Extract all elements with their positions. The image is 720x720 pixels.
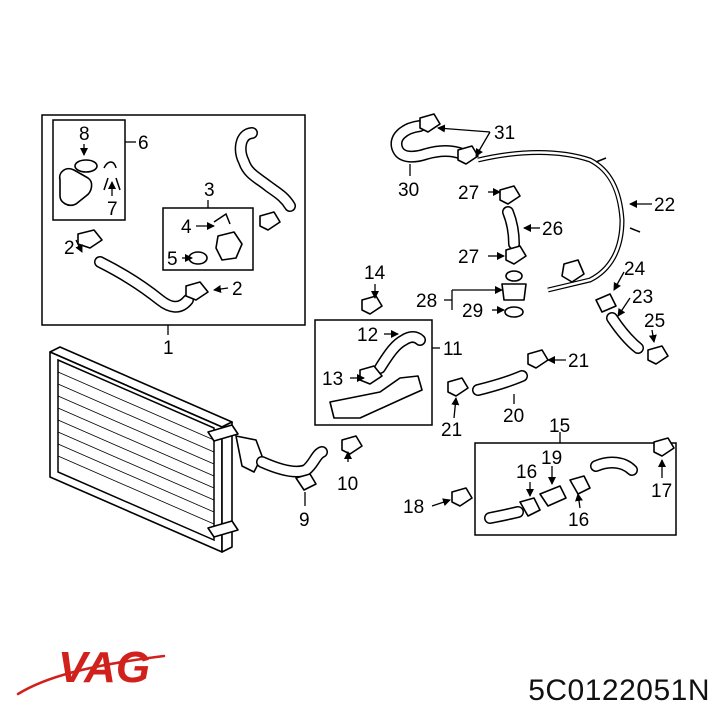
clamp-14 <box>361 295 383 315</box>
callout-7: 7 <box>107 199 118 220</box>
clamp-21a <box>527 349 549 369</box>
clamps-group-1 <box>77 211 281 301</box>
callout-2b: 2 <box>232 279 243 300</box>
callout-3: 3 <box>204 180 215 201</box>
callout-18: 18 <box>403 497 424 518</box>
callout-15: 15 <box>549 416 570 437</box>
clamp-18 <box>451 487 473 507</box>
callout-20: 20 <box>503 406 524 427</box>
callout-6: 6 <box>138 133 149 154</box>
callout-2a: 2 <box>64 238 75 259</box>
callout-24: 24 <box>624 259 646 280</box>
group-box-6 <box>52 119 126 221</box>
hose-23 <box>606 312 644 354</box>
callout-9: 9 <box>299 510 310 531</box>
callout-4: 4 <box>181 217 192 238</box>
callout-1: 1 <box>163 338 174 359</box>
callout-19: 19 <box>541 448 562 469</box>
callout-10: 10 <box>337 474 358 495</box>
callout-27b: 27 <box>458 247 479 268</box>
callout-12: 12 <box>357 325 378 346</box>
clamp-31b <box>457 145 479 165</box>
part-number: 5C0122051N <box>528 674 710 707</box>
callout-22: 22 <box>654 195 675 216</box>
clamp-27b <box>505 245 527 265</box>
callout-13: 13 <box>322 369 343 390</box>
logo-swoosh <box>16 654 166 696</box>
clamp-25 <box>647 345 669 365</box>
clamp-17 <box>653 437 675 457</box>
clamp-27a <box>499 185 521 205</box>
lower-coolant-hose <box>235 435 328 491</box>
callout-21b: 21 <box>441 420 462 441</box>
callout-29: 29 <box>462 301 483 322</box>
callout-8: 8 <box>79 124 90 145</box>
callout-31: 31 <box>494 123 515 144</box>
vag-logo: VAG <box>16 643 166 696</box>
coolant-hose-main <box>94 256 194 313</box>
water-pump <box>188 212 243 265</box>
callout-30: 30 <box>398 180 419 201</box>
hose-26 <box>502 206 520 250</box>
callout-21a: 21 <box>568 351 589 372</box>
pipe-22 <box>477 150 641 293</box>
callout-28: 28 <box>416 291 437 312</box>
radiator <box>49 346 239 553</box>
group-box-15 <box>474 442 677 536</box>
clamp-10 <box>341 435 363 455</box>
hose-30 <box>390 120 468 163</box>
coolant-pipe-assembly <box>329 331 426 419</box>
clamp-21b <box>447 377 469 397</box>
callout-labels: 8 6 7 3 4 5 2 2 1 14 12 11 13 10 9 31 30… <box>64 123 675 531</box>
hose-20 <box>472 370 528 396</box>
callout-11: 11 <box>443 339 463 360</box>
callout-27a: 27 <box>458 183 479 204</box>
callout-26: 26 <box>542 219 563 240</box>
callout-16a: 16 <box>516 462 537 483</box>
coolant-hose-upper <box>234 127 296 212</box>
group-box-11 <box>314 319 433 426</box>
hose-group-15 <box>484 456 638 524</box>
callout-23: 23 <box>632 287 653 308</box>
callout-14: 14 <box>364 263 386 284</box>
callout-25: 25 <box>644 311 665 332</box>
callout-17: 17 <box>651 481 672 502</box>
logo-text: VAG <box>58 643 150 692</box>
clamp-24 <box>595 293 617 313</box>
connector-28 <box>501 270 527 318</box>
callout-5: 5 <box>167 249 178 270</box>
clamp-31a <box>419 113 441 133</box>
thermostat-housing <box>58 159 121 207</box>
callout-16b: 16 <box>568 510 589 531</box>
group-box-1 <box>41 114 306 326</box>
